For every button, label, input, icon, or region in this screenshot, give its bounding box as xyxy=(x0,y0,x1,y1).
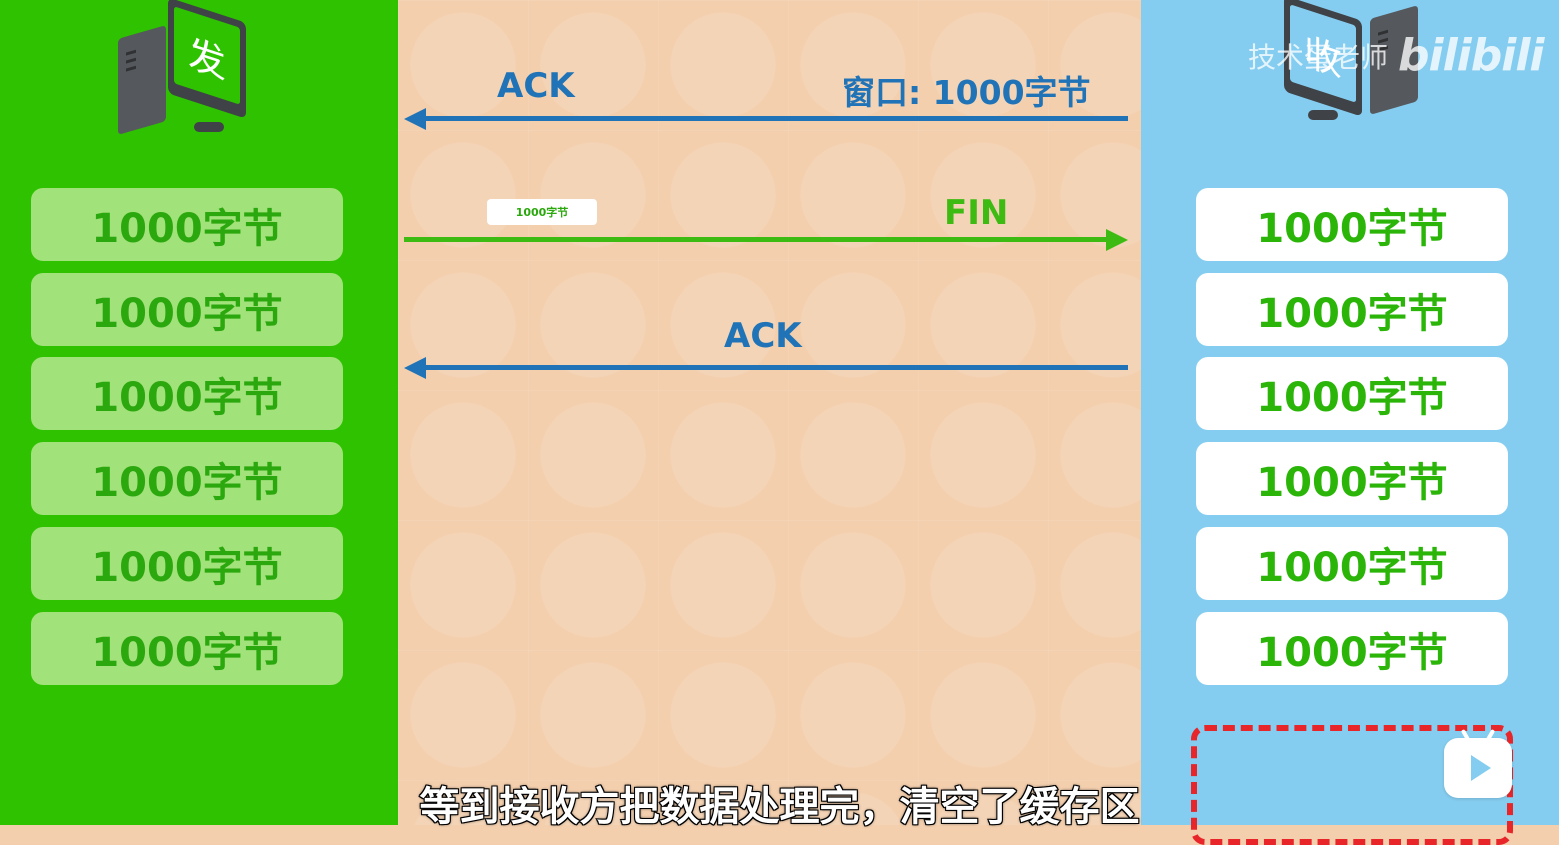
play-icon xyxy=(1470,755,1491,781)
ack-top-arrow-line xyxy=(420,116,1128,121)
sender-buffer-block: 1000字节 xyxy=(31,188,343,261)
subtitle: 等到接收方把数据处理完，清空了缓存区 xyxy=(419,783,1141,831)
sender-buffer-block: 1000字节 xyxy=(31,273,343,346)
ack-bottom-arrow-head-icon xyxy=(404,357,426,379)
fin-label: FIN xyxy=(944,193,1009,233)
watermark-brand: bilibili xyxy=(1398,30,1544,81)
sender-buffer-block: 1000字节 xyxy=(31,442,343,515)
fin-arrow-head-icon xyxy=(1106,229,1128,251)
transmission-area xyxy=(398,0,1141,825)
ack-bottom-arrow-line xyxy=(420,365,1128,370)
receiver-computer-icon: 收 xyxy=(1278,0,1428,125)
receiver-buffer-block: 1000字节 xyxy=(1196,442,1508,515)
watermark-author: 技术蛋老师 xyxy=(1248,40,1389,74)
receiver-buffer-block: 1000字节 xyxy=(1196,357,1508,430)
ack-bottom-label: ACK xyxy=(724,316,802,356)
data-packet-label: 1000字节 xyxy=(487,199,597,225)
ack-top-arrow-head-icon xyxy=(404,108,426,130)
window-size-label: 窗口: 1000字节 xyxy=(842,73,1091,112)
bilibili-tv-icon[interactable] xyxy=(1444,738,1512,798)
sender-buffer-block: 1000字节 xyxy=(31,527,343,600)
receiver-buffer-block: 1000字节 xyxy=(1196,612,1508,685)
receiver-buffer-block: 1000字节 xyxy=(1196,273,1508,346)
fin-arrow-line xyxy=(404,237,1110,242)
sender-buffer-block: 1000字节 xyxy=(31,357,343,430)
receiver-buffer-block: 1000字节 xyxy=(1196,188,1508,261)
sender-buffer-block: 1000字节 xyxy=(31,612,343,685)
sender-computer-icon: 发 xyxy=(112,0,262,135)
sender-screen-label: 发 xyxy=(174,6,240,105)
watermark: 技术蛋老师 bilibili xyxy=(1248,30,1545,81)
ack-top-label: ACK xyxy=(497,66,575,106)
receiver-buffer-block: 1000字节 xyxy=(1196,527,1508,600)
